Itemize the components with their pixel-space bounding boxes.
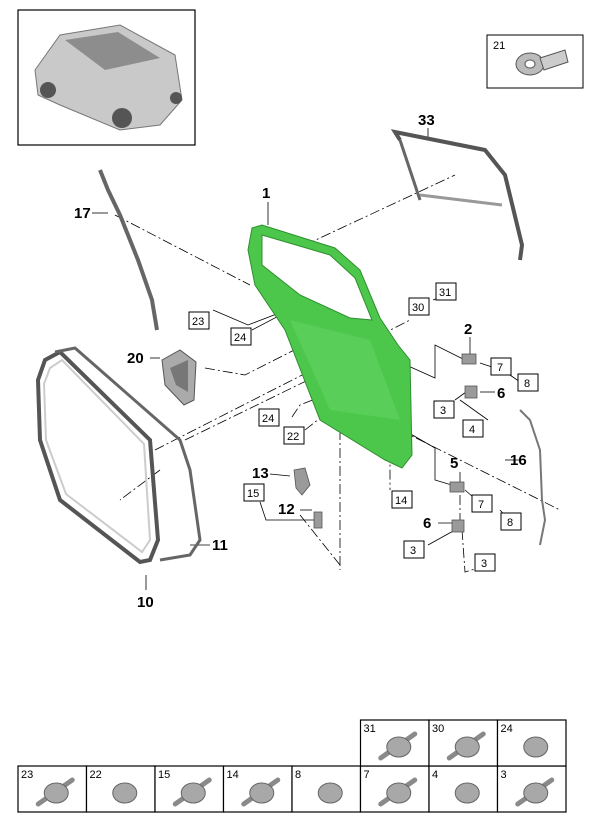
- part-10-door-seal[interactable]: [35, 349, 161, 565]
- boxed-callout-3[interactable]: 3: [433, 400, 455, 419]
- cell-part-number: 3: [501, 769, 507, 781]
- svg-text:31: 31: [439, 287, 451, 299]
- part-5-hinge[interactable]: [449, 481, 465, 493]
- part-6-hinge-lower[interactable]: [451, 519, 465, 533]
- part-thumbnail-22: [112, 782, 138, 804]
- cell-part-number: 15: [158, 769, 170, 781]
- svg-text:7: 7: [497, 362, 503, 374]
- callout-16: 16: [510, 452, 527, 469]
- boxed-callout-3[interactable]: 3: [474, 553, 496, 572]
- cell-part-number: 31: [364, 723, 376, 735]
- parts-table-cell-24[interactable]: 24: [496, 719, 567, 767]
- cell-border: [359, 765, 430, 813]
- callout-6: 6: [497, 385, 505, 402]
- callout-11: 11: [212, 537, 228, 554]
- callout-6: 6: [423, 515, 431, 532]
- cell-part-number: 4: [432, 769, 438, 781]
- parts-table-cell-14[interactable]: 14: [222, 765, 293, 813]
- part-13-cap[interactable]: [293, 467, 311, 496]
- callout-numbers: 1 2 6 5 6 10 11 12 13 16 17 20 33: [74, 112, 527, 611]
- callout-5: 5: [450, 455, 458, 472]
- cell-part-number: 7: [364, 769, 370, 781]
- part-21-label: 21: [493, 40, 505, 52]
- svg-text:8: 8: [524, 378, 530, 390]
- boxed-callout-8[interactable]: 8: [517, 373, 539, 392]
- part-16-cable[interactable]: [519, 409, 547, 546]
- callout-17: 17: [74, 205, 91, 222]
- callout-12: 12: [278, 501, 295, 518]
- boxed-callout-8[interactable]: 8: [500, 512, 522, 531]
- boxed-callout-15[interactable]: 15: [243, 483, 265, 502]
- cell-part-number: 8: [295, 769, 301, 781]
- vehicle-thumbnail[interactable]: [17, 9, 196, 146]
- cell-part-number: 30: [432, 723, 444, 735]
- boxed-callout-24[interactable]: 24: [258, 408, 280, 427]
- boxed-callout-14[interactable]: 14: [391, 490, 413, 509]
- part-12-check[interactable]: [313, 511, 323, 529]
- parts-table-cell-15[interactable]: 15: [154, 765, 225, 813]
- boxed-callout-7[interactable]: 7: [490, 357, 512, 376]
- svg-text:3: 3: [481, 558, 487, 570]
- callout-13: 13: [252, 465, 269, 482]
- cell-part-number: 14: [227, 769, 239, 781]
- part-thumbnail-23: [43, 782, 69, 804]
- parts-table-cell-3[interactable]: 3: [496, 765, 567, 813]
- part-21-box[interactable]: 21: [486, 34, 584, 89]
- svg-text:15: 15: [247, 488, 259, 500]
- svg-text:24: 24: [234, 332, 246, 344]
- parts-table-cell-23[interactable]: 23: [17, 765, 88, 813]
- svg-text:23: 23: [192, 316, 204, 328]
- part-thumbnail-24: [523, 736, 549, 758]
- callout-1: 1: [262, 185, 270, 202]
- svg-text:3: 3: [440, 405, 446, 417]
- parts-table-cell-7[interactable]: 7: [359, 765, 430, 813]
- part-1-door-shell[interactable]: [247, 224, 413, 469]
- svg-text:8: 8: [507, 517, 513, 529]
- part-thumbnail-31: [386, 736, 412, 758]
- cell-part-number: 23: [21, 769, 33, 781]
- part-20-handle[interactable]: [161, 349, 197, 406]
- part-thumbnail-4: [454, 782, 480, 804]
- parts-table-cell-22[interactable]: 22: [85, 765, 156, 813]
- callout-20: 20: [127, 350, 144, 367]
- part-thumbnail-7: [386, 782, 412, 804]
- svg-text:7: 7: [478, 499, 484, 511]
- boxed-callout-30[interactable]: 30: [408, 297, 430, 316]
- svg-text:3: 3: [410, 545, 416, 557]
- svg-text:4: 4: [469, 424, 475, 436]
- parts-table-cell-4[interactable]: 4: [428, 765, 499, 813]
- boxed-callouts: 23 24 30 31 7 8 3 4 24 22 14 15 7 8 3 3: [188, 282, 539, 572]
- cell-part-number: 24: [501, 723, 513, 735]
- callout-2: 2: [464, 321, 472, 338]
- part-thumbnail-14: [249, 782, 275, 804]
- svg-text:22: 22: [287, 431, 299, 443]
- parts-table: 23 22 15 14 8 7 4 3 31 30 24: [17, 719, 567, 813]
- parts-table-cell-30[interactable]: 30: [428, 719, 499, 767]
- parts-table-cell-8[interactable]: 8: [291, 765, 362, 813]
- boxed-callout-24[interactable]: 24: [230, 327, 252, 346]
- part-thumbnail-15: [180, 782, 206, 804]
- part-2-hinge[interactable]: [461, 353, 477, 365]
- boxed-callout-31[interactable]: 31: [435, 282, 457, 301]
- boxed-callout-7[interactable]: 7: [471, 494, 493, 513]
- part-17-strip[interactable]: [98, 169, 159, 331]
- svg-text:30: 30: [412, 302, 424, 314]
- part-11-door-seal[interactable]: [54, 346, 202, 562]
- boxed-callout-4[interactable]: 4: [462, 419, 484, 438]
- boxed-callout-3[interactable]: 3: [403, 540, 425, 559]
- parts-table-cell-31[interactable]: 31: [359, 719, 430, 767]
- svg-text:24: 24: [262, 413, 274, 425]
- callout-33: 33: [418, 112, 435, 129]
- svg-text:14: 14: [395, 495, 407, 507]
- part-6-hinge-upper[interactable]: [464, 385, 478, 399]
- part-thumbnail-8: [317, 782, 343, 804]
- boxed-callout-23[interactable]: 23: [188, 311, 210, 330]
- callout-10: 10: [137, 594, 154, 611]
- part-thumbnail-30: [454, 736, 480, 758]
- boxed-callout-22[interactable]: 22: [283, 426, 305, 445]
- part-33-window-frame[interactable]: [390, 129, 525, 261]
- cell-part-number: 22: [90, 769, 102, 781]
- part-thumbnail-3: [523, 782, 549, 804]
